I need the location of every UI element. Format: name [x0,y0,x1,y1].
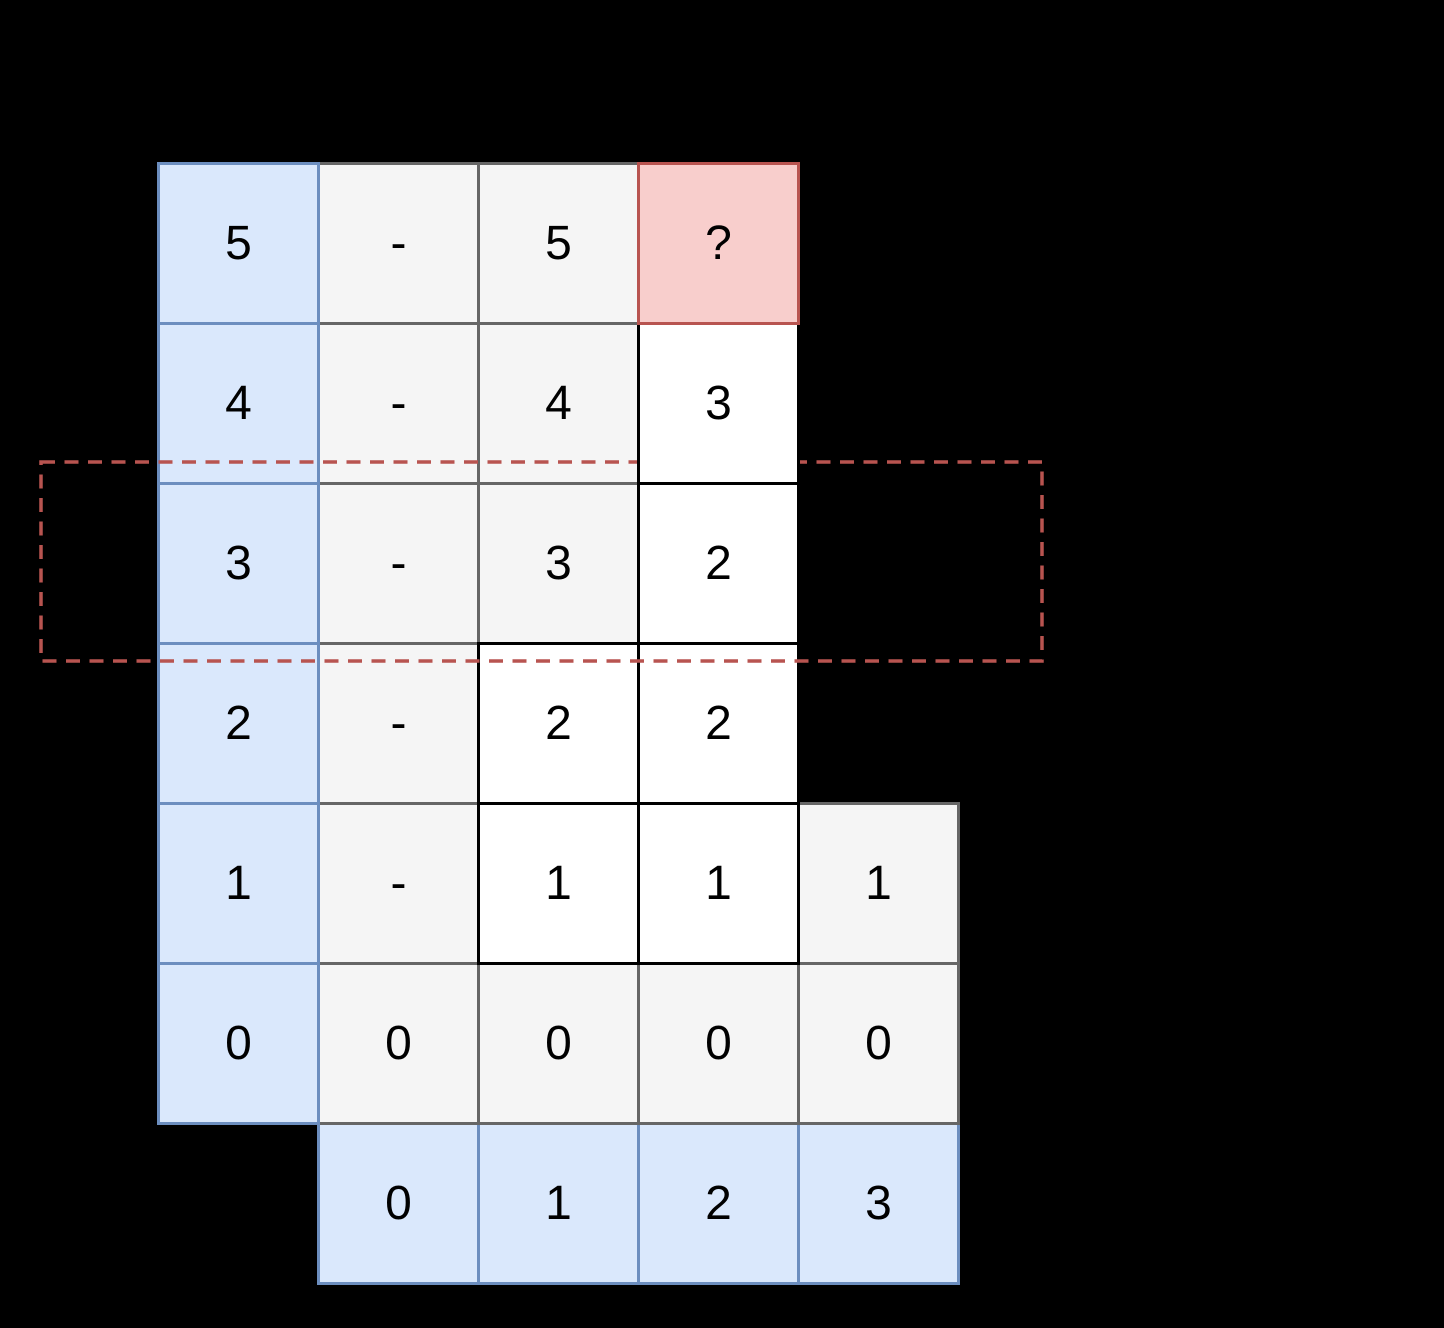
cell-r0-c0: 5 [157,162,320,325]
cell-r4-c2: 1 [477,802,640,965]
cell-r1-c2: 4 [477,322,640,485]
cell-r4-c0: 1 [157,802,320,965]
cell-r6-c3: 2 [637,1122,800,1285]
cell-r1-c1: - [317,322,480,485]
cell-r0-c2: 5 [477,162,640,325]
cell-r6-c1: 0 [317,1122,480,1285]
cell-r5-c1: 0 [317,962,480,1125]
cell-r3-c1: - [317,642,480,805]
cell-r4-c3: 1 [637,802,800,965]
cell-r3-c2: 2 [477,642,640,805]
cell-r2-c0: 3 [157,482,320,645]
cell-r6-c4: 3 [797,1122,960,1285]
cell-r2-c1: - [317,482,480,645]
cell-r4-c1: - [317,802,480,965]
cell-r6-c2: 1 [477,1122,640,1285]
cell-r5-c4: 0 [797,962,960,1125]
cell-r5-c3: 0 [637,962,800,1125]
cell-r4-c4: 1 [797,802,960,965]
cell-r5-c2: 0 [477,962,640,1125]
cell-r0-c3-target: ? [637,162,800,325]
cell-r2-c2: 3 [477,482,640,645]
cell-r5-c0: 0 [157,962,320,1125]
cell-r2-c3: 2 [637,482,800,645]
cell-r3-c0: 2 [157,642,320,805]
cell-r1-c0: 4 [157,322,320,485]
cell-r1-c3: 3 [637,322,800,485]
cell-r3-c3: 2 [637,642,800,805]
cell-r0-c1: - [317,162,480,325]
